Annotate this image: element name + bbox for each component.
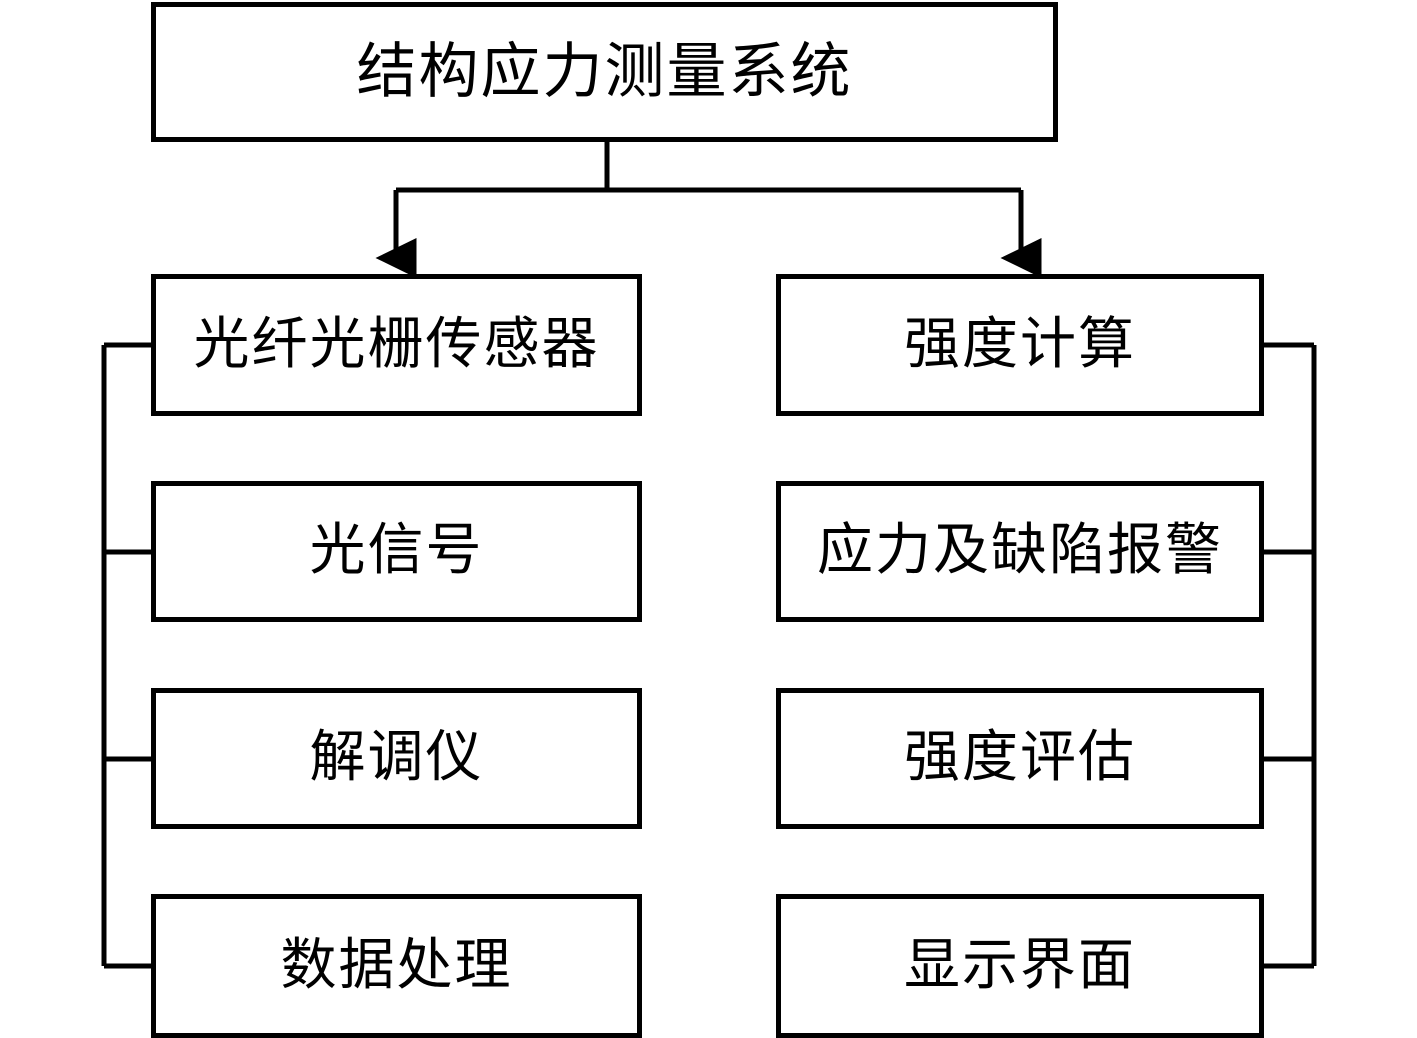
node-label-left-1: 光纤光栅传感器 xyxy=(193,313,600,376)
node-structure-stress-measurement-system[interactable]: 结构应力测量系统 xyxy=(151,2,1058,142)
node-demodulator[interactable]: 解调仪 xyxy=(151,688,642,829)
node-label-root: 结构应力测量系统 xyxy=(356,38,853,105)
node-stress-and-defect-alarm[interactable]: 应力及缺陷报警 xyxy=(776,481,1264,622)
node-label-left-2: 光信号 xyxy=(309,520,484,583)
node-strength-calculation[interactable]: 强度计算 xyxy=(776,274,1264,416)
node-label-right-4: 显示界面 xyxy=(904,934,1136,997)
node-optical-signal[interactable]: 光信号 xyxy=(151,481,642,622)
node-fiber-bragg-grating-sensor[interactable]: 光纤光栅传感器 xyxy=(151,274,642,416)
node-label-right-3: 强度评估 xyxy=(904,727,1136,790)
node-display-interface[interactable]: 显示界面 xyxy=(776,894,1264,1038)
node-strength-evaluation[interactable]: 强度评估 xyxy=(776,688,1264,829)
node-label-left-3: 解调仪 xyxy=(309,727,484,790)
node-label-right-2: 应力及缺陷报警 xyxy=(817,520,1223,583)
node-data-processing[interactable]: 数据处理 xyxy=(151,894,642,1038)
node-label-right-1: 强度计算 xyxy=(904,313,1136,376)
node-label-left-4: 数据处理 xyxy=(280,934,513,997)
